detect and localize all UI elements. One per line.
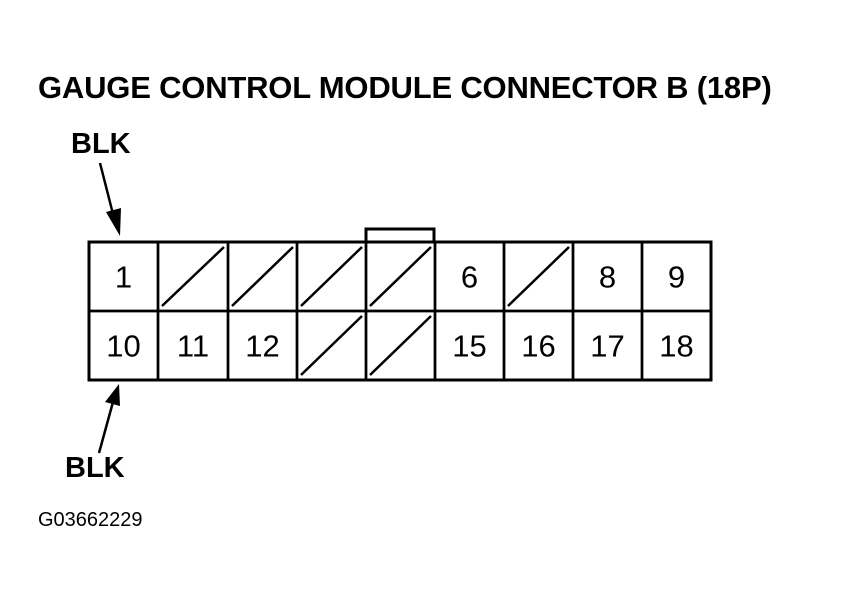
diagram-title: GAUGE CONTROL MODULE CONNECTOR B (18P): [38, 70, 772, 105]
unused-pin-slash-4: [300, 246, 363, 307]
pin-label-11: 11: [177, 329, 209, 364]
pin-label-12: 12: [245, 329, 279, 364]
pin-label-9: 9: [668, 260, 685, 295]
connector-lock-tab: [364, 227, 436, 244]
unused-pin-slash-13: [300, 315, 363, 376]
wire-label-bottom: BLK: [65, 452, 125, 484]
pin-label-15: 15: [452, 329, 486, 364]
pin-label-17: 17: [590, 329, 624, 364]
figure-id: G03662229: [38, 509, 143, 531]
unused-pin-slash-5: [369, 246, 432, 307]
unused-pin-slash-3: [231, 246, 294, 307]
pin-label-6: 6: [461, 260, 478, 295]
unused-pin-slash-7: [507, 246, 570, 307]
pin-label-8: 8: [599, 260, 616, 295]
unused-pin-slash-2: [161, 246, 225, 307]
pin-label-18: 18: [659, 329, 693, 364]
pin-cavity-18: [640, 309, 713, 382]
unused-pin-slash-14: [369, 315, 432, 376]
pin-label-10: 10: [106, 329, 140, 364]
pin-label-16: 16: [521, 329, 555, 364]
arrow-top-icon: [98, 162, 121, 236]
pin-label-1: 1: [115, 260, 132, 295]
wire-label-top: BLK: [71, 128, 131, 160]
arrow-bottom-icon: [97, 384, 120, 454]
